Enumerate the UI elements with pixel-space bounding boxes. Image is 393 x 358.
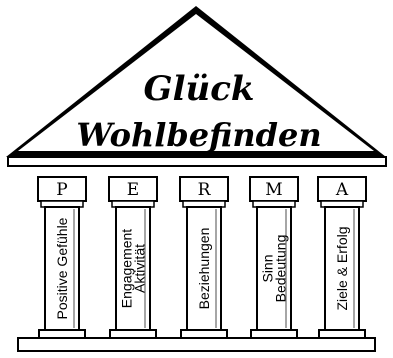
- roof-title-line2: Wohlbefinden: [76, 116, 321, 154]
- pillar-label: Positive Gefühle: [54, 217, 70, 319]
- pillar-base: [319, 330, 365, 338]
- pillar: R Beziehungen: [180, 177, 228, 338]
- pillar-label: Aktivität: [132, 244, 148, 293]
- pillar-base: [110, 330, 156, 338]
- temple-foundation: [18, 338, 375, 351]
- roof-title-line1: Glück: [144, 69, 255, 109]
- pillar-letter: E: [127, 180, 139, 200]
- roof-base: [8, 157, 386, 166]
- pillar: P Positive Gefühle: [38, 177, 86, 338]
- pillar: A Ziele & Erfolg: [318, 177, 366, 338]
- pillar-letter: R: [198, 180, 212, 200]
- pillar-base: [251, 330, 297, 338]
- pillar-label: Beziehungen: [196, 228, 212, 310]
- temple-roof: Glück Wohlbefinden: [6, 6, 386, 166]
- pillar-letter: A: [335, 180, 349, 200]
- pillar-letter: M: [265, 180, 282, 200]
- pillar-base: [181, 330, 227, 338]
- pillar-letter: P: [56, 180, 67, 200]
- pillar-label: Ziele & Erfolg: [334, 226, 350, 310]
- pillar-base: [39, 330, 85, 338]
- pillar-label: Bedeutung: [273, 235, 289, 303]
